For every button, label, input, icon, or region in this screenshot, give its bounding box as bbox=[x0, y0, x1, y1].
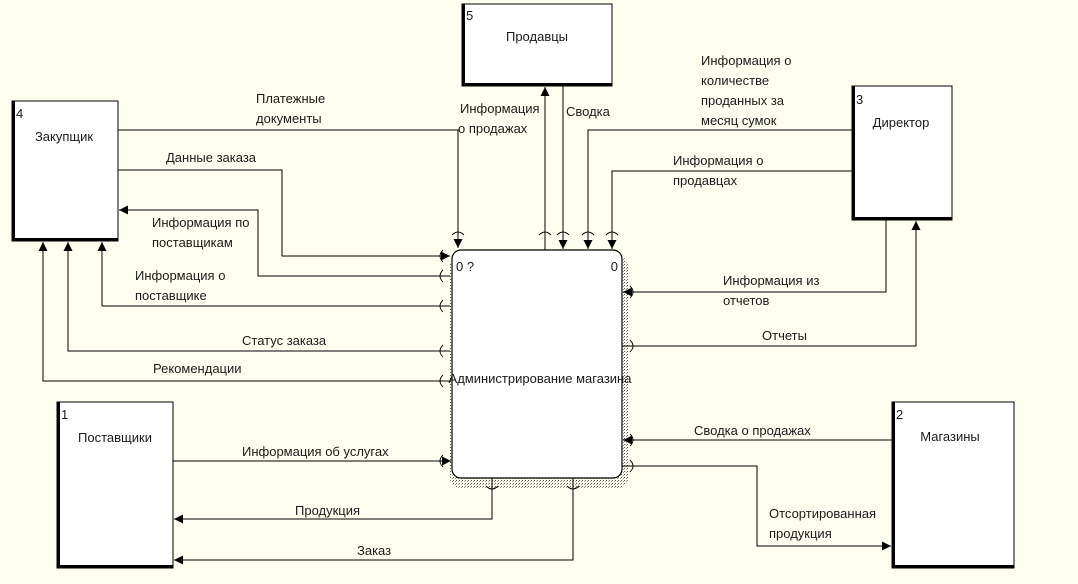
external-entity-prodavtsy[interactable]: 5 Продавцы bbox=[461, 3, 613, 87]
flow-label-otchety: Отчеты bbox=[762, 328, 807, 343]
flow-label-dannye-zakaza: Данные заказа bbox=[166, 150, 257, 165]
entity-number: 5 bbox=[466, 8, 473, 23]
flow-label-info-otchetov: Информация из отчетов bbox=[723, 273, 823, 308]
tunnel-top-5 bbox=[605, 231, 619, 236]
entity-number: 1 bbox=[61, 407, 68, 422]
flow-line-zakaz[interactable] bbox=[174, 478, 574, 565]
tunnel-bottom-1 bbox=[485, 485, 499, 490]
flow-lines bbox=[38, 86, 921, 565]
flow-label-svodka-prodazham: Сводка о продажах bbox=[694, 423, 811, 438]
entity-number: 2 bbox=[896, 407, 903, 422]
flow-line-otsortirovannaya[interactable] bbox=[622, 465, 891, 551]
process-number: 0 bbox=[611, 259, 618, 274]
tunnel-right-4 bbox=[629, 459, 634, 473]
flow-line-info-postavshchikam[interactable] bbox=[119, 205, 450, 277]
tunnel-top-2 bbox=[538, 231, 552, 236]
tunnel-left-2 bbox=[439, 269, 444, 283]
tunnel-left-3 bbox=[439, 299, 444, 313]
entity-title: Магазины bbox=[920, 429, 980, 444]
external-entity-zakupshchik[interactable]: 4 Закупщик bbox=[11, 100, 119, 242]
flow-label-produktsiya: Продукция bbox=[295, 503, 360, 518]
flow-line-rekomendatsii[interactable] bbox=[38, 242, 450, 382]
flow-line-produktsiya[interactable] bbox=[174, 478, 493, 524]
entity-title: Поставщики bbox=[78, 430, 152, 445]
tunnel-left-6 bbox=[439, 454, 444, 468]
process-status: 0 ? bbox=[456, 259, 474, 274]
flow-label-status-zakaza: Статус заказа bbox=[242, 333, 327, 348]
external-entity-postavshchiki[interactable]: 1 Поставщики bbox=[56, 401, 174, 569]
process-administrirovanie[interactable]: 0 ? 0 Администрирование магазина bbox=[449, 249, 633, 488]
flow-label-info-prodazhah: Информация о продажах bbox=[458, 101, 543, 136]
flow-line-dannye-zakaza[interactable] bbox=[118, 169, 450, 261]
flow-label-info-prodavtsah: Информация о продавцах bbox=[673, 153, 767, 188]
flow-label-otsortirovannaya: Отсортированная продукция bbox=[769, 506, 880, 541]
flow-line-info-postavshchike[interactable] bbox=[97, 242, 450, 307]
flow-labels: Платежные документы Данные заказа Информ… bbox=[135, 53, 880, 558]
entity-number: 4 bbox=[16, 106, 23, 121]
tunnel-left-1 bbox=[439, 249, 444, 263]
tunnel-right-3 bbox=[629, 433, 634, 447]
external-entity-magaziny[interactable]: 2 Магазины bbox=[891, 401, 1015, 569]
tunnel-right-1 bbox=[629, 285, 634, 299]
flow-label-platezhnye: Платежные документы bbox=[256, 91, 329, 126]
flow-line-info-otchetov[interactable] bbox=[623, 220, 887, 297]
tunnel-top-4 bbox=[581, 231, 595, 236]
tunnel-right-2 bbox=[629, 339, 634, 353]
entity-title: Директор bbox=[873, 115, 930, 130]
flow-label-rekomendatsii: Рекомендации bbox=[153, 361, 242, 376]
flow-line-otchety[interactable] bbox=[622, 221, 921, 347]
flow-label-zakaz: Заказ bbox=[357, 543, 391, 558]
flow-line-info-kolichestve[interactable] bbox=[583, 129, 852, 249]
flow-label-info-postavshchike: Информация о поставщике bbox=[135, 268, 229, 303]
flow-line-info-prodavtsah[interactable] bbox=[607, 170, 852, 249]
tunnel-top-1 bbox=[451, 231, 465, 236]
flow-label-svodka: Сводка bbox=[566, 104, 611, 119]
tunnel-top-3 bbox=[556, 231, 570, 236]
flow-line-platezhnye[interactable] bbox=[118, 129, 463, 248]
tunnel-left-4 bbox=[439, 344, 444, 358]
entity-title: Закупщик bbox=[35, 129, 93, 144]
external-entity-direktor[interactable]: 3 Директор bbox=[851, 85, 953, 221]
flow-line-status-zakaza[interactable] bbox=[63, 242, 450, 352]
flow-label-info-postavshchikam: Информация по поставщикам bbox=[152, 215, 253, 250]
tunnel-brackets bbox=[439, 231, 634, 490]
tunnel-bottom-2 bbox=[566, 485, 580, 490]
tunnel-left-5 bbox=[439, 374, 444, 388]
process-title: Администрирование магазина bbox=[449, 371, 633, 386]
flow-label-info-kolichestve: Информация о количестве проданных за мес… bbox=[701, 53, 795, 128]
entity-title: Продавцы bbox=[506, 29, 568, 44]
entity-number: 3 bbox=[856, 92, 863, 107]
flow-label-info-uslugah: Информация об услугах bbox=[242, 444, 389, 459]
